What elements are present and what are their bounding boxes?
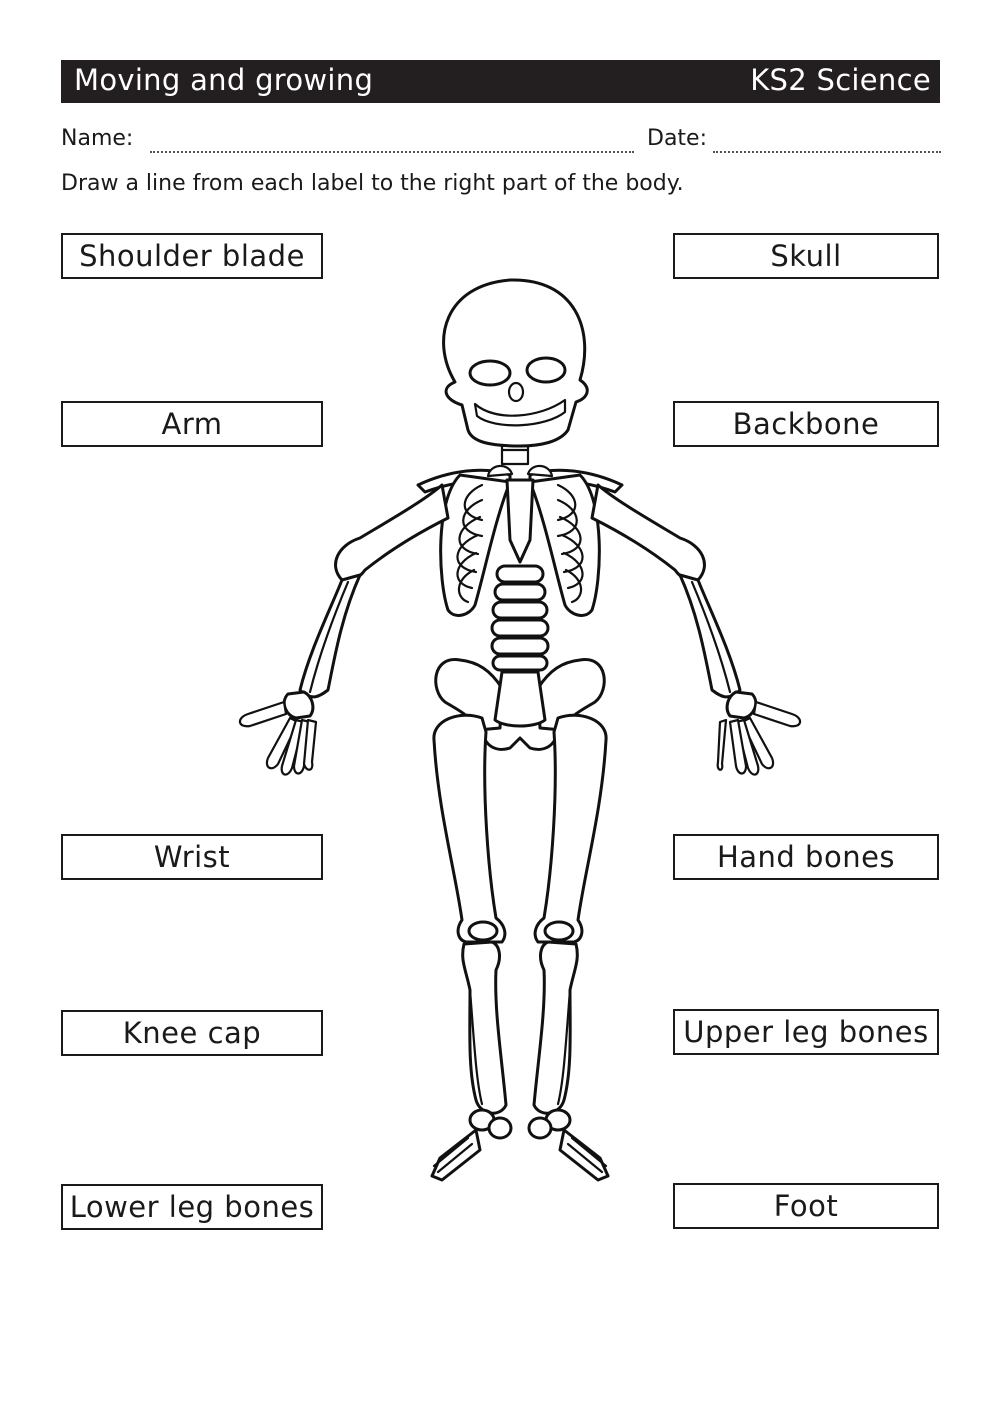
label-text: Hand bones xyxy=(716,840,896,874)
name-label: Name: xyxy=(61,126,134,151)
label-text: Backbone xyxy=(732,407,880,441)
upper-leg-bones-icon xyxy=(432,713,608,944)
lower-leg-bones-icon xyxy=(461,940,579,1115)
label-text: Foot xyxy=(773,1189,839,1223)
backbone-icon xyxy=(490,564,550,672)
label-text: Upper leg bones xyxy=(683,1015,929,1049)
label-shoulder-blade[interactable]: Shoulder blade xyxy=(61,233,323,279)
pelvis-icon xyxy=(434,658,606,751)
wrist-icon xyxy=(725,690,758,720)
skeleton-illustration xyxy=(220,270,820,1200)
label-text: Lower leg bones xyxy=(69,1190,315,1224)
hand-bones-icon xyxy=(716,700,802,776)
knee-cap-icon xyxy=(467,920,575,942)
rib-cage-icon xyxy=(439,464,601,617)
worksheet-header: Moving and growing KS2 Science xyxy=(61,60,940,103)
label-text: Shoulder blade xyxy=(79,239,305,273)
name-date-row: Name: Date: xyxy=(61,126,941,156)
label-arm[interactable]: Arm xyxy=(61,401,323,447)
label-text: Arm xyxy=(161,407,223,441)
label-text: Wrist xyxy=(153,840,231,874)
foot-icon xyxy=(430,1108,610,1182)
skull-icon xyxy=(442,278,589,448)
label-knee-cap[interactable]: Knee cap xyxy=(61,1010,323,1056)
subject-label: KS2 Science xyxy=(750,63,931,97)
label-backbone[interactable]: Backbone xyxy=(673,401,939,447)
label-skull[interactable]: Skull xyxy=(673,233,939,279)
label-text: Skull xyxy=(770,239,842,273)
hand-bones-icon xyxy=(238,700,318,776)
arm-icon xyxy=(298,483,450,699)
label-upper-leg-bones[interactable]: Upper leg bones xyxy=(673,1009,939,1055)
arm-icon xyxy=(590,483,742,699)
label-hand-bones[interactable]: Hand bones xyxy=(673,834,939,880)
worksheet-title: Moving and growing xyxy=(74,63,374,97)
instruction-text: Draw a line from each label to the right… xyxy=(61,171,684,196)
label-lower-leg-bones[interactable]: Lower leg bones xyxy=(61,1184,323,1230)
name-field[interactable] xyxy=(150,151,634,153)
label-foot[interactable]: Foot xyxy=(673,1183,939,1229)
date-label: Date: xyxy=(647,126,707,151)
wrist-icon xyxy=(282,690,315,720)
label-text: Knee cap xyxy=(122,1016,262,1050)
date-field[interactable] xyxy=(713,151,941,153)
label-wrist[interactable]: Wrist xyxy=(61,834,323,880)
